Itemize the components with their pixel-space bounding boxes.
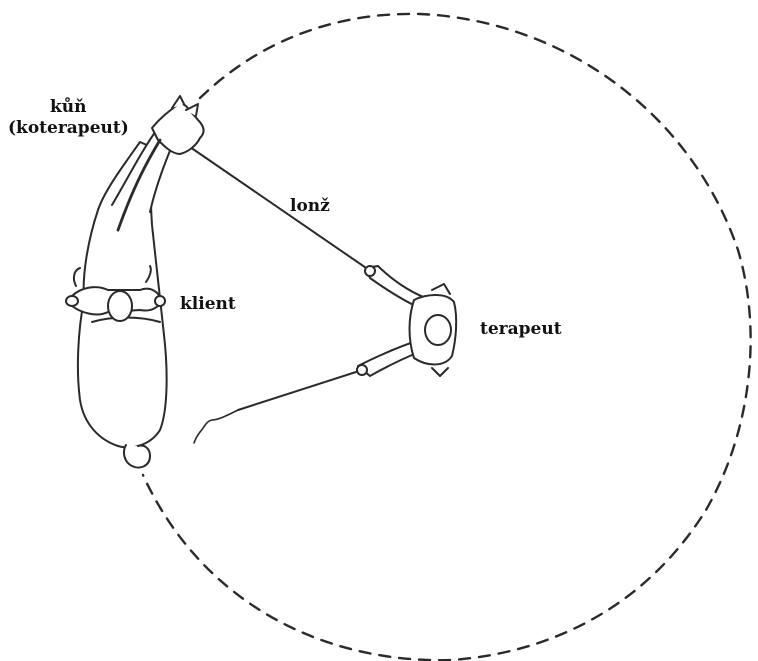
therapist-label: terapeut — [480, 319, 562, 340]
lunge-label: lonž — [290, 196, 330, 217]
horse — [78, 96, 204, 468]
client-label: klient — [180, 294, 236, 315]
horse-role-label: (koterapeut) — [8, 118, 129, 139]
whip — [194, 372, 356, 443]
horse-label: kůň — [50, 97, 87, 118]
therapist-figure — [357, 266, 456, 376]
lunge-line — [190, 147, 372, 272]
